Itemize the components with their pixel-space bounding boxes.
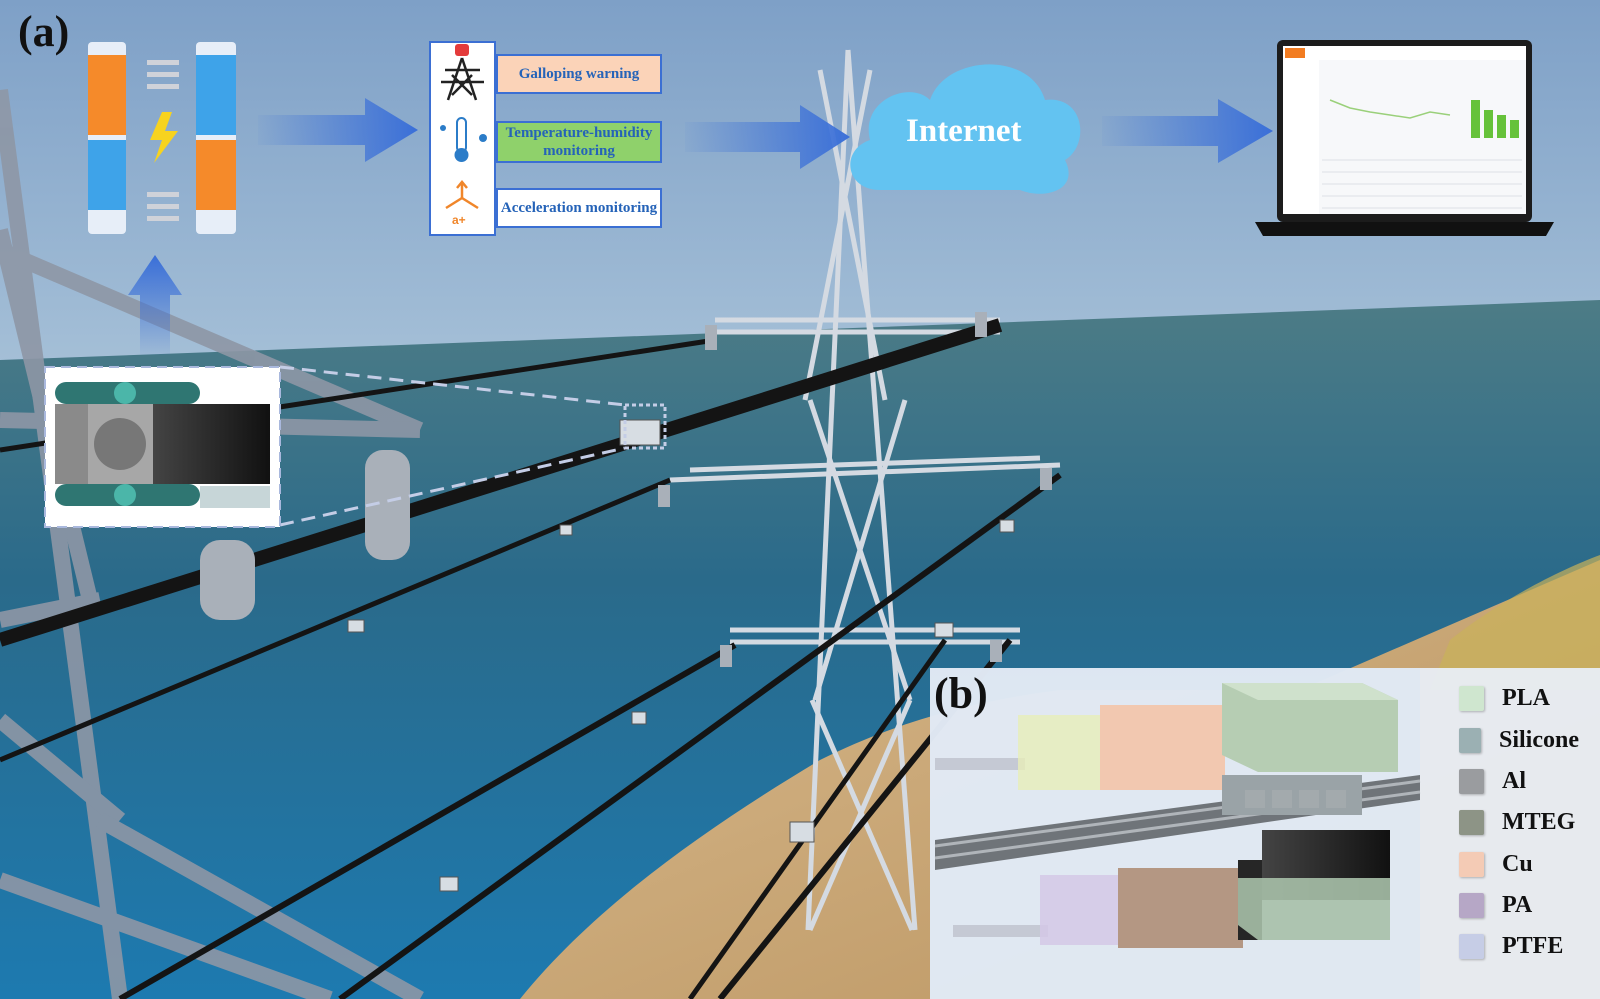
legend-label: PLA bbox=[1502, 684, 1550, 711]
thermometer-icon bbox=[440, 117, 487, 162]
legend-label: Al bbox=[1502, 767, 1526, 794]
up-arrow bbox=[128, 255, 182, 355]
svg-text:a+: a+ bbox=[452, 213, 466, 227]
panel-b bbox=[930, 668, 1600, 999]
flow-arrow-3 bbox=[1102, 99, 1273, 163]
power-lines bbox=[0, 318, 1062, 999]
energy-harvester-icon bbox=[88, 42, 236, 234]
panel-b-label: (b) bbox=[934, 669, 988, 718]
insulators bbox=[200, 312, 1052, 667]
temperature-humidity-box: Temperature-humidity monitoring bbox=[496, 121, 662, 163]
legend-item-ptfe: PTFE bbox=[1459, 930, 1579, 962]
flow-arrow-1 bbox=[258, 98, 418, 162]
legend-swatch bbox=[1459, 809, 1484, 835]
legend-swatch bbox=[1459, 933, 1484, 959]
internet-label: Internet bbox=[906, 113, 1022, 149]
zoomed-device-inset bbox=[44, 366, 281, 528]
legend-swatch bbox=[1459, 768, 1484, 794]
panel-a-label: (a) bbox=[18, 7, 70, 56]
tower-alarm-icon bbox=[441, 57, 484, 101]
acceleration-monitoring-box: Acceleration monitoring bbox=[496, 188, 662, 228]
flow-arrow-2 bbox=[685, 105, 850, 169]
lattice-tower bbox=[669, 49, 1061, 931]
line-devices bbox=[347, 419, 1015, 892]
legend-item-mteg: MTEG bbox=[1459, 806, 1579, 838]
legend-item-silicone: Silicone bbox=[1459, 724, 1579, 756]
legend-item-cu: Cu bbox=[1459, 848, 1579, 880]
legend-swatch bbox=[1459, 685, 1484, 711]
legend-label: PA bbox=[1502, 891, 1533, 918]
legend-swatch bbox=[1459, 892, 1484, 918]
legend-label: MTEG bbox=[1502, 808, 1576, 835]
legend-item-al: Al bbox=[1459, 765, 1579, 797]
sensor-icon-column: a+ bbox=[429, 41, 496, 236]
device-exploded-view bbox=[934, 683, 1421, 948]
galloping-warning-box: Galloping warning bbox=[496, 54, 662, 94]
legend-swatch bbox=[1459, 851, 1484, 877]
acceleration-icon bbox=[445, 180, 479, 210]
zoom-lines bbox=[279, 365, 667, 527]
legend-swatch bbox=[1459, 727, 1481, 753]
laptop-icon bbox=[1255, 40, 1554, 236]
legend-item-pla: PLA bbox=[1459, 682, 1579, 714]
legend-label: Silicone bbox=[1498, 726, 1579, 753]
cloud-icon bbox=[850, 64, 1081, 194]
legend-label: PTFE bbox=[1502, 932, 1564, 959]
legend-item-pa: PA bbox=[1459, 889, 1579, 921]
legend-label: Cu bbox=[1502, 850, 1533, 877]
